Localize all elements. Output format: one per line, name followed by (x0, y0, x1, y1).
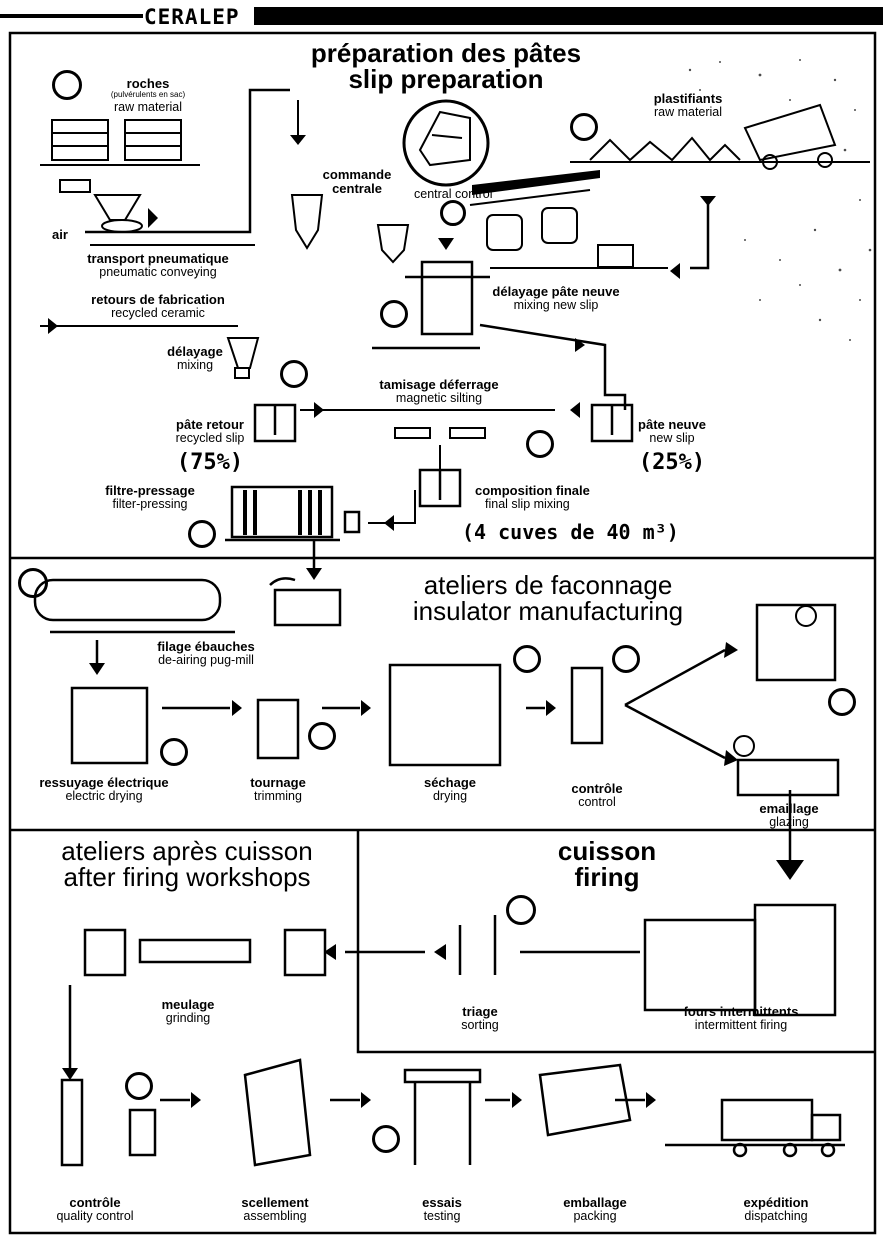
label-pate-retour-fr: pâte retour (176, 418, 244, 432)
gauge-icon (308, 722, 336, 750)
gauge-icon (513, 645, 541, 673)
section-title-after-firing-en: after firing workshops (63, 864, 310, 890)
label-transport-fr: transport pneumatique (87, 252, 229, 266)
label-roches-en: raw material (114, 101, 182, 114)
label-triage-fr: triage (462, 1005, 497, 1019)
gauge-icon (372, 1125, 400, 1153)
gauge-icon (18, 568, 48, 598)
label-expedition-fr: expédition (743, 1196, 808, 1210)
label-pate-neuve-en: new slip (649, 432, 694, 445)
label-filtre-en: filter-pressing (112, 498, 187, 511)
label-tamisage-fr: tamisage déferrage (379, 378, 498, 392)
label-pate-neuve-fr: pâte neuve (638, 418, 706, 432)
label-filage-en: de-airing pug-mill (158, 654, 254, 667)
label-pate-retour-pct: (75%) (177, 450, 243, 475)
label-emaillage-en: glazing (769, 816, 809, 829)
label-roches-note: (pulvérulents en sac) (111, 91, 185, 99)
label-roches-fr: roches (127, 77, 170, 91)
label-composition-fr: composition finale (475, 484, 590, 498)
label-pate-neuve-pct: (25%) (639, 450, 705, 475)
section-title-after-firing-fr: ateliers après cuisson (61, 838, 312, 864)
label-delayage-neuve-en: mixing new slip (514, 299, 599, 312)
label-controle1-fr: contrôle (571, 782, 622, 796)
label-commande-fr: commande centrale (312, 168, 402, 195)
gauge-icon (526, 430, 554, 458)
label-tournage-fr: tournage (250, 776, 306, 790)
label-filage-fr: filage ébauches (157, 640, 255, 654)
label-meulage-fr: meulage (162, 998, 215, 1012)
label-triage-en: sorting (461, 1019, 499, 1032)
label-sechage-fr: séchage (424, 776, 476, 790)
label-composition-note: (4 cuves de 40 m³) (462, 520, 679, 544)
label-air: air (52, 228, 68, 242)
label-pate-retour-en: recycled slip (176, 432, 245, 445)
section-title-manufacturing-fr: ateliers de faconnage (424, 572, 673, 598)
timer-icon (733, 735, 755, 757)
section-title-firing-en: firing (575, 864, 640, 890)
gauge-icon (612, 645, 640, 673)
label-ressuyage-en: electric drying (65, 790, 142, 803)
gauge-icon (570, 113, 598, 141)
gauge-icon (828, 688, 856, 716)
label-delayage-fr: délayage (167, 345, 223, 359)
label-controle2-en: quality control (56, 1210, 133, 1223)
label-tournage-en: trimming (254, 790, 302, 803)
label-emballage-en: packing (573, 1210, 616, 1223)
gauge-icon (280, 360, 308, 388)
label-delayage-neuve-fr: délayage pâte neuve (492, 285, 619, 299)
label-emaillage-fr: emaillage (759, 802, 818, 816)
label-ressuyage-fr: ressuyage électrique (39, 776, 168, 790)
label-filtre-fr: filtre-pressage (105, 484, 195, 498)
label-meulage-en: grinding (166, 1012, 210, 1025)
label-scellement-en: assembling (243, 1210, 306, 1223)
section-title-slip-fr: préparation des pâtes (311, 40, 581, 66)
label-controle2-fr: contrôle (69, 1196, 120, 1210)
label-plastifiants-fr: plastifiants (654, 92, 723, 106)
gauge-icon (440, 200, 466, 226)
section-title-firing-fr: cuisson (558, 838, 656, 864)
timer-icon (795, 605, 817, 627)
gauge-icon (160, 738, 188, 766)
label-expedition-en: dispatching (744, 1210, 807, 1223)
label-sechage-en: drying (433, 790, 467, 803)
gauge-icon (125, 1072, 153, 1100)
label-tamisage-en: magnetic silting (396, 392, 482, 405)
label-emballage-fr: emballage (563, 1196, 627, 1210)
label-scellement-fr: scellement (241, 1196, 308, 1210)
label-composition-en: final slip mixing (485, 498, 570, 511)
label-fours-fr: fours intermittents (684, 1005, 799, 1019)
label-commande-en: central control (414, 188, 493, 201)
label-controle1-en: control (578, 796, 616, 809)
label-transport-en: pneumatic conveying (99, 266, 216, 279)
label-delayage-en: mixing (177, 359, 213, 372)
section-title-slip-en: slip preparation (348, 66, 543, 92)
section-title-manufacturing-en: insulator manufacturing (413, 598, 683, 624)
gauge-icon (52, 70, 82, 100)
label-essais-fr: essais (422, 1196, 462, 1210)
gauge-icon (506, 895, 536, 925)
label-retours-fr: retours de fabrication (91, 293, 225, 307)
gauge-icon (380, 300, 408, 328)
label-retours-en: recycled ceramic (111, 307, 205, 320)
label-fours-en: intermittent firing (695, 1019, 787, 1032)
label-plastifiants-en: raw material (654, 106, 722, 119)
label-essais-en: testing (424, 1210, 461, 1223)
gauge-icon (188, 520, 216, 548)
